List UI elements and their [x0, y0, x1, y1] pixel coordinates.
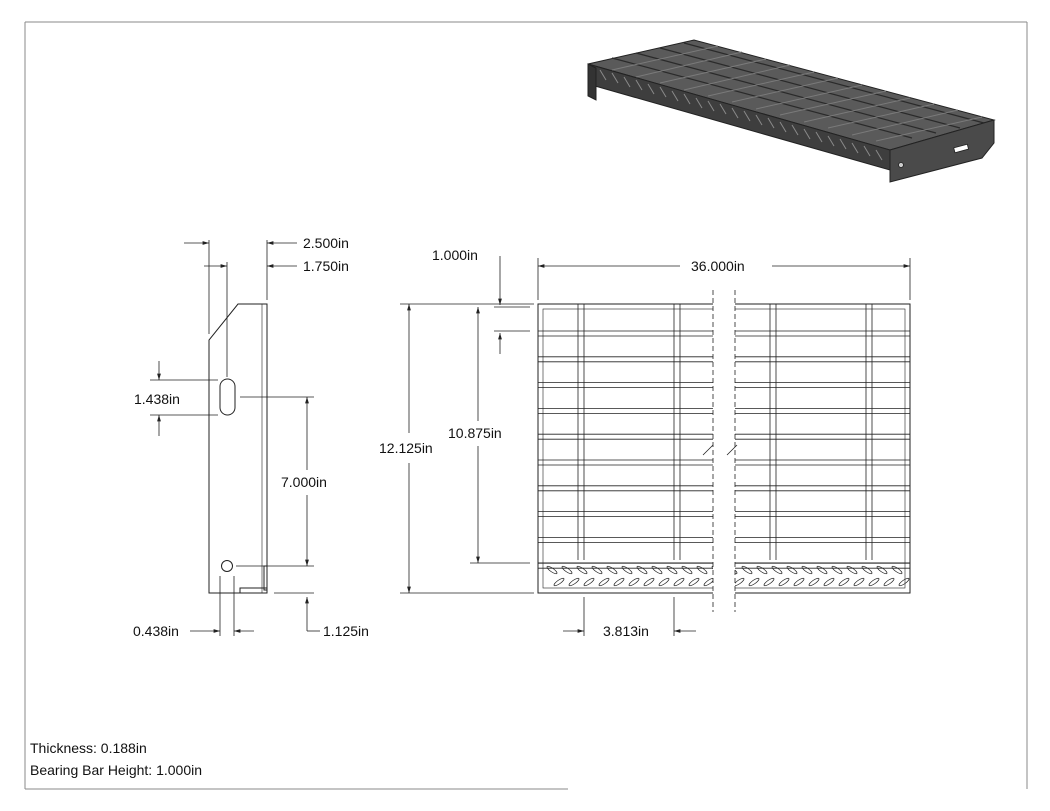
diamond-pattern	[598, 577, 610, 587]
drawing-frame	[24, 21, 1028, 790]
diamond-pattern	[838, 577, 850, 587]
diamond-pattern	[651, 565, 663, 575]
diamond-pattern	[831, 565, 843, 575]
front-view-grating	[537, 290, 911, 612]
diamond-pattern	[861, 565, 873, 575]
dim-7000-label: 7.000in	[281, 474, 327, 490]
diamond-pattern	[846, 565, 858, 575]
dimension-labels: 2.500in 1.750in 1.438in 7.000in 0.438in …	[133, 235, 745, 639]
diamond-pattern	[883, 577, 895, 587]
diamond-pattern	[546, 565, 558, 575]
dim-1438-label: 1.438in	[134, 391, 180, 407]
diamond-pattern	[793, 577, 805, 587]
diamond-pattern	[816, 565, 828, 575]
diamond-pattern	[801, 565, 813, 575]
diamond-pattern	[568, 577, 580, 587]
diamond-pattern	[613, 577, 625, 587]
diamond-pattern	[681, 565, 693, 575]
diamond-plate-nosing	[546, 565, 910, 587]
diamond-pattern	[808, 577, 820, 587]
diamond-pattern	[876, 565, 888, 575]
diamond-pattern	[756, 565, 768, 575]
diamond-pattern	[688, 577, 700, 587]
diamond-pattern	[748, 577, 760, 587]
diamond-pattern	[673, 577, 685, 587]
isometric-stair-tread-view	[587, 39, 996, 183]
dim-36000-label: 36.000in	[691, 258, 745, 274]
diamond-pattern	[696, 565, 708, 575]
diamond-pattern	[621, 565, 633, 575]
diamond-pattern	[786, 565, 798, 575]
dim-1000-label: 1.000in	[432, 247, 478, 263]
diamond-pattern	[658, 577, 670, 587]
diamond-pattern	[741, 565, 753, 575]
diamond-pattern	[591, 565, 603, 575]
diamond-pattern	[823, 577, 835, 587]
diamond-pattern	[553, 577, 565, 587]
diamond-pattern	[666, 565, 678, 575]
diamond-pattern	[628, 577, 640, 587]
dim-0438-label: 0.438in	[133, 623, 179, 639]
diamond-pattern	[853, 577, 865, 587]
diamond-pattern	[868, 577, 880, 587]
diamond-pattern	[778, 577, 790, 587]
diamond-pattern	[898, 577, 910, 587]
diamond-pattern	[771, 565, 783, 575]
dim-10875-label: 10.875in	[448, 425, 502, 441]
diamond-pattern	[583, 577, 595, 587]
diamond-pattern	[561, 565, 573, 575]
diamond-pattern	[576, 565, 588, 575]
diamond-pattern	[606, 565, 618, 575]
dim-1750-label: 1.750in	[303, 258, 349, 274]
side-view-carrier-plate	[208, 303, 268, 594]
dim-3813-label: 3.813in	[603, 623, 649, 639]
dimension-lines	[150, 240, 911, 636]
dim-12125-label: 12.125in	[379, 440, 433, 456]
dim-2500-label: 2.500in	[303, 235, 349, 251]
diamond-pattern	[763, 577, 775, 587]
diamond-pattern	[636, 565, 648, 575]
dim-1125-label: 1.125in	[323, 623, 369, 639]
bearing-bar-height-note: Bearing Bar Height: 1.000in	[30, 762, 202, 778]
thickness-note: Thickness: 0.188in	[30, 740, 147, 756]
diamond-pattern	[643, 577, 655, 587]
diamond-pattern	[891, 565, 903, 575]
